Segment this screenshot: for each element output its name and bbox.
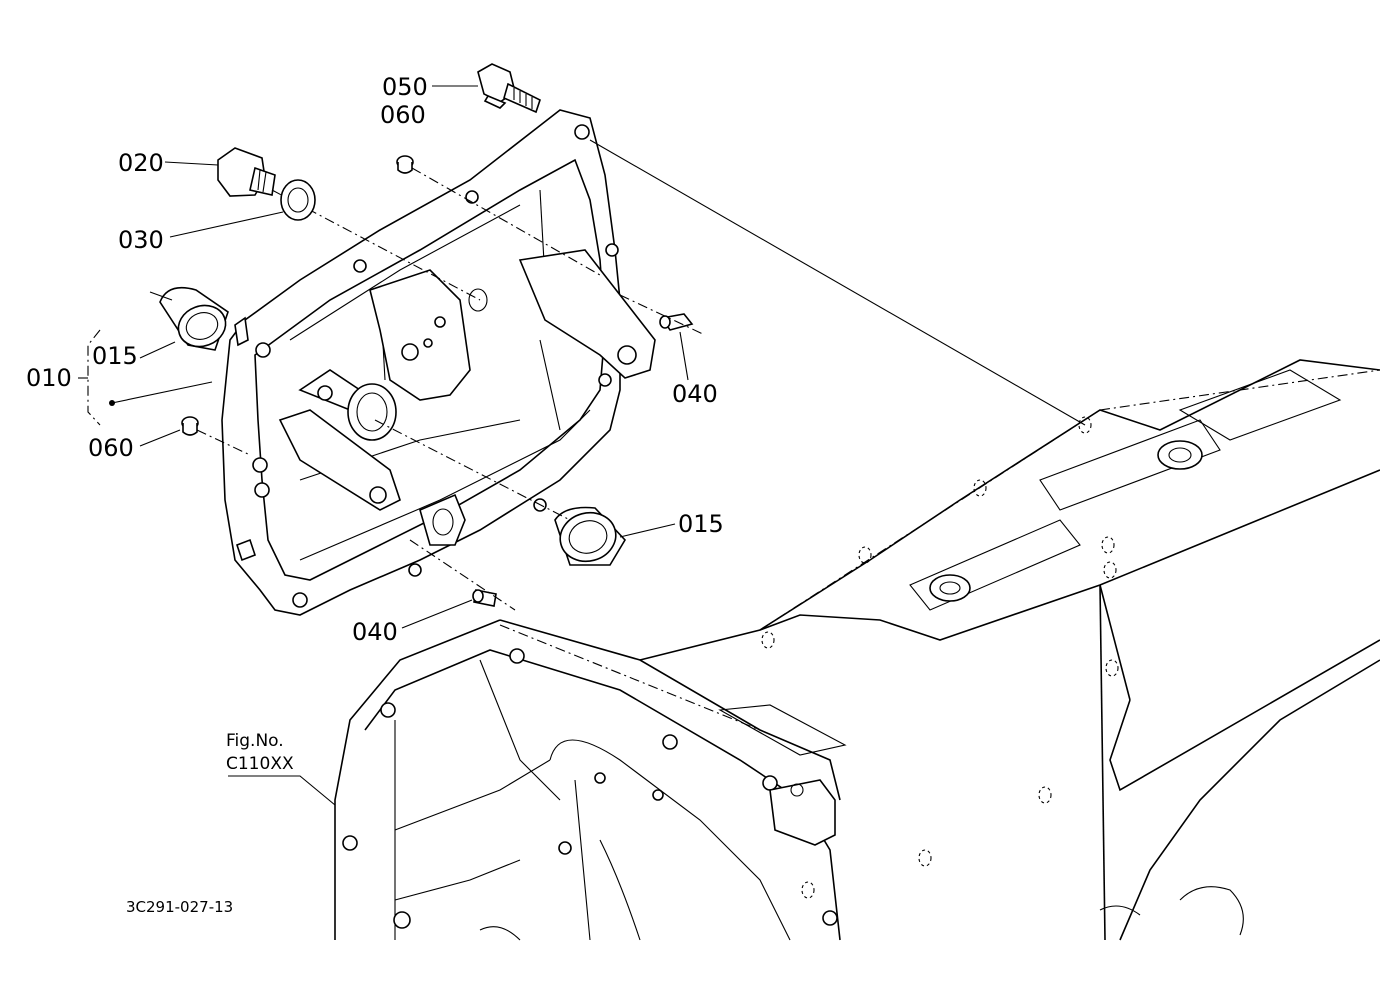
dowel-040-bottom: [409, 539, 516, 611]
bolt-050: [477, 63, 541, 114]
callout-030: 030: [118, 226, 164, 254]
callout-050: 050: [382, 73, 428, 101]
callout-060-left: 060: [88, 434, 134, 462]
cover-plate: [221, 109, 1086, 616]
plug-020: [217, 147, 481, 301]
drawing-number: 3C291-027-13: [126, 898, 233, 916]
callout-020: 020: [118, 149, 164, 177]
dowel-040-right: [619, 294, 706, 336]
transmission-case: [334, 359, 1380, 941]
washer-030: [280, 179, 316, 221]
bushing-015-left: [149, 286, 229, 351]
callout-015-right: 015: [678, 510, 724, 538]
plug-060-left: [181, 416, 251, 456]
callout-010: 010: [26, 364, 72, 392]
bushing-015-right: [374, 419, 626, 566]
figure-ref-label: Fig.No.: [226, 731, 284, 751]
leader-lines: [78, 85, 689, 806]
callout-040-bottom: 040: [352, 618, 398, 646]
callout-040-right: 040: [672, 380, 718, 408]
figure-ref-number: C110XX: [226, 754, 294, 774]
plug-060-top: [396, 155, 601, 276]
callout-060-top: 060: [380, 101, 426, 129]
callout-015-left: 015: [92, 342, 138, 370]
